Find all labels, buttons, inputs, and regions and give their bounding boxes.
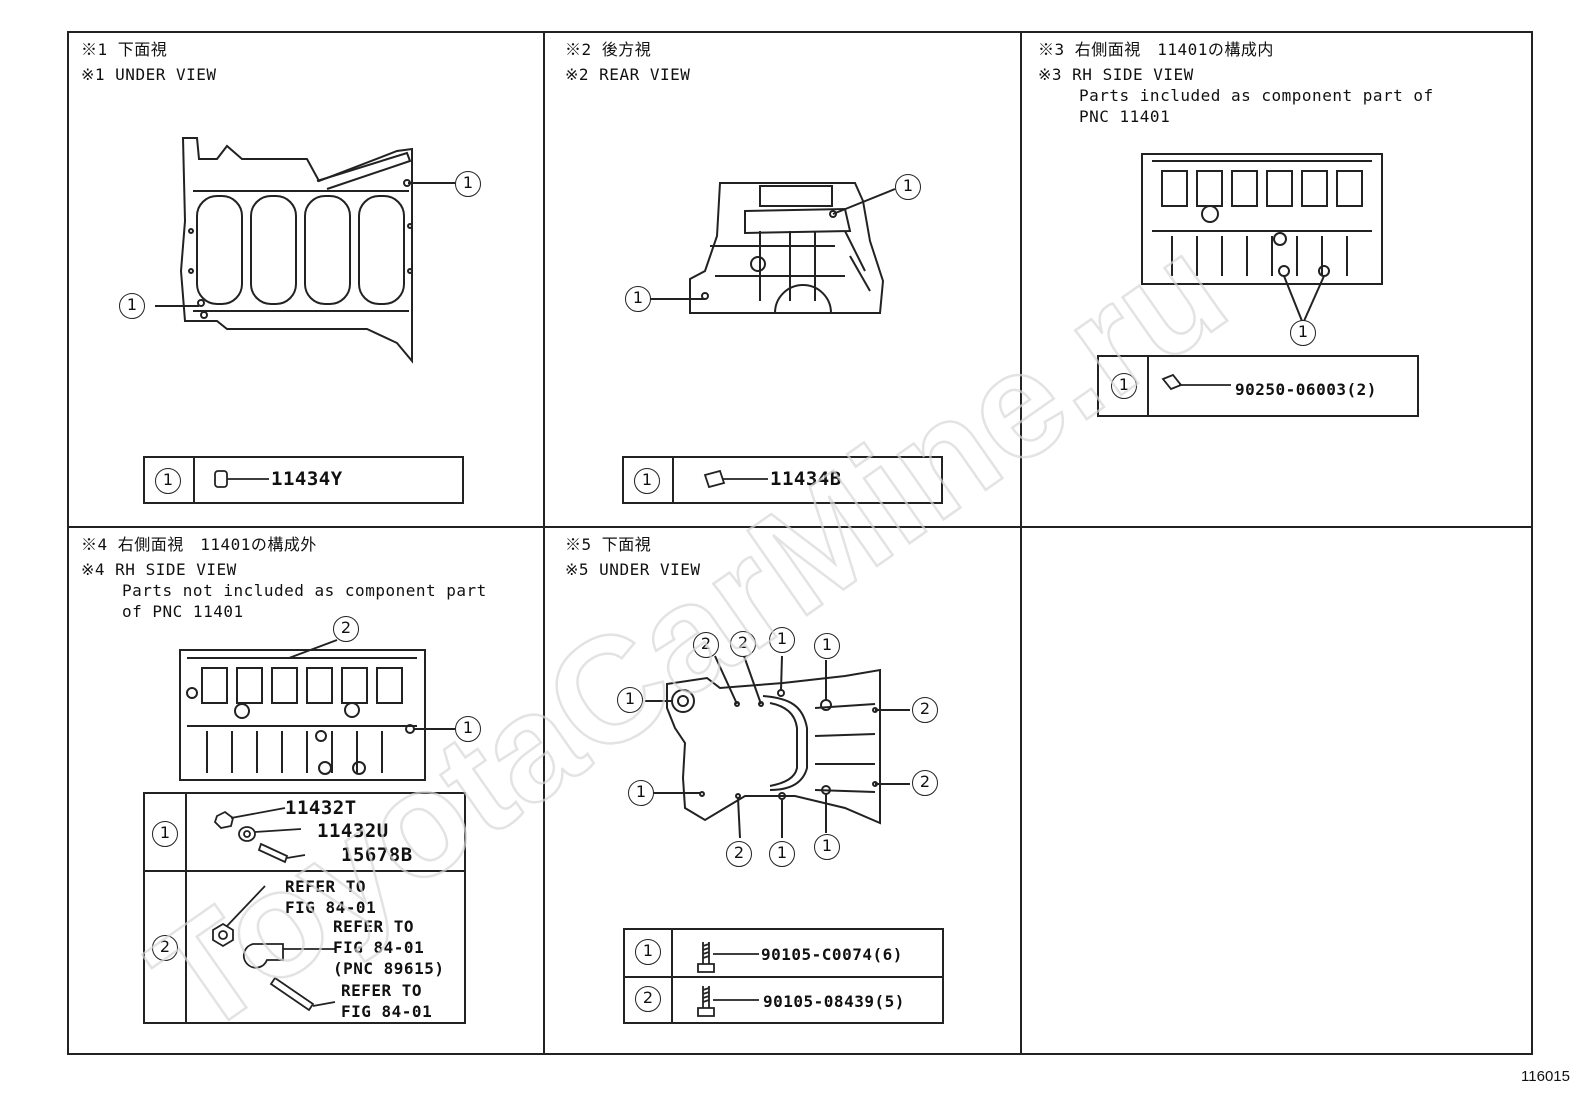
part-number: 11434Y <box>271 468 343 490</box>
callout-1: 1 <box>625 286 651 312</box>
panel-ref-jp: ※3 右側面視 11401の構成内 <box>1038 40 1274 59</box>
part-number: 15678B <box>341 844 413 866</box>
table-key: 1 <box>634 468 660 494</box>
callout-1: 1 <box>814 834 840 860</box>
callout-2: 2 <box>693 632 719 658</box>
bolt-washer-plug-icon <box>213 807 306 864</box>
callout-1: 1 <box>814 633 840 659</box>
bolt-icon <box>697 986 759 1017</box>
parts-table: 1 11434Y <box>143 456 464 504</box>
callout-1: 1 <box>628 780 654 806</box>
divider-vertical-1 <box>543 31 545 1055</box>
part-number: 90250-06003(2) <box>1235 380 1377 399</box>
callout-2: 2 <box>726 841 752 867</box>
diagram-frame <box>67 31 1533 1055</box>
panel-rh-side-view-3: ※3 右側面視 11401の構成内 ※3 RH SIDE VIEW Parts … <box>1022 31 1500 526</box>
callout-1: 1 <box>617 687 643 713</box>
panel-ref-en: ※2 REAR VIEW <box>565 65 691 84</box>
refer-note: REFER TO FIG 84-01 <box>285 877 377 917</box>
callout-1: 1 <box>769 841 795 867</box>
callout-1: 1 <box>455 171 481 197</box>
panel-ref-en: ※5 UNDER VIEW <box>565 560 701 579</box>
cylinder-block-rh-side-drawing <box>1141 153 1383 322</box>
cylinder-block-under-view-drawing <box>155 137 455 364</box>
plug-icon <box>1161 373 1231 391</box>
callout-1: 1 <box>455 716 481 742</box>
callout-1: 1 <box>119 293 145 319</box>
dowel-pin-icon <box>214 470 269 488</box>
callout-2: 2 <box>730 631 756 657</box>
panel-ref-en: ※3 RH SIDE VIEW <box>1038 65 1194 84</box>
cylinder-block-under-view-drawing <box>645 655 910 839</box>
bolt-icon <box>697 942 759 973</box>
table-key: 1 <box>635 939 661 965</box>
callout-1: 1 <box>895 174 921 200</box>
part-number: 90105-C0074(6) <box>761 945 903 964</box>
panel-rh-side-view-4: ※4 右側面視 11401の構成外 ※4 RH SIDE VIEW Parts … <box>67 528 543 1053</box>
table-key: 2 <box>635 986 661 1012</box>
callout-2: 2 <box>912 697 938 723</box>
refer-note: REFER TO FIG 84-01 <box>341 981 433 1021</box>
sensor-components-icon <box>212 885 336 1012</box>
dowel-pin-icon <box>703 469 768 489</box>
table-key: 1 <box>155 468 181 494</box>
cylinder-block-rh-side-drawing <box>179 639 455 781</box>
table-key: 1 <box>1111 373 1137 399</box>
table-key: 1 <box>152 821 178 847</box>
panel-note: Parts not included as component part of … <box>122 581 487 621</box>
parts-table: 1 90250-06003(2) <box>1097 355 1419 417</box>
callout-1: 1 <box>769 627 795 653</box>
callout-2: 2 <box>912 770 938 796</box>
panel-under-view-1: ※1 下面視 ※1 UNDER VIEW 1 1 1 11434Y <box>67 31 543 526</box>
divider-vertical-2 <box>1020 31 1022 1055</box>
part-number: 11432U <box>317 820 389 842</box>
panel-ref-en: ※1 UNDER VIEW <box>81 65 217 84</box>
panel-ref-jp: ※5 下面視 <box>565 535 652 554</box>
parts-table: 1 2 90105-C0074(6) 90105-08439(5) <box>623 928 944 1024</box>
part-number: 11432T <box>285 797 357 819</box>
panel-under-view-5: ※5 下面視 ※5 UNDER VIEW 2 2 1 1 1 <box>545 528 1020 1053</box>
panel-note: Parts included as component part of PNC … <box>1079 86 1434 126</box>
cylinder-block-rear-view-drawing <box>649 182 896 314</box>
parts-table: 1 11434B <box>622 456 943 504</box>
panel-rear-view-2: ※2 後方視 ※2 REAR VIEW 1 1 1 11434B <box>545 31 1020 526</box>
callout-2: 2 <box>333 616 359 642</box>
part-number: 11434B <box>770 468 842 490</box>
divider-horizontal <box>67 526 1533 528</box>
panel-ref-jp: ※1 下面視 <box>81 40 168 59</box>
part-number: 90105-08439(5) <box>763 992 905 1011</box>
callout-1: 1 <box>1290 320 1316 346</box>
parts-table: 1 2 11432T 11432U 15678B <box>143 792 466 1024</box>
figure-number: 116015 <box>1521 1068 1570 1085</box>
panel-ref-jp: ※2 後方視 <box>565 40 652 59</box>
refer-note: REFER TO FIG 84-01 (PNC 89615) <box>333 917 445 978</box>
table-key: 2 <box>152 935 178 961</box>
panel-ref-jp: ※4 右側面視 11401の構成外 <box>81 535 317 554</box>
panel-ref-en: ※4 RH SIDE VIEW <box>81 560 237 579</box>
